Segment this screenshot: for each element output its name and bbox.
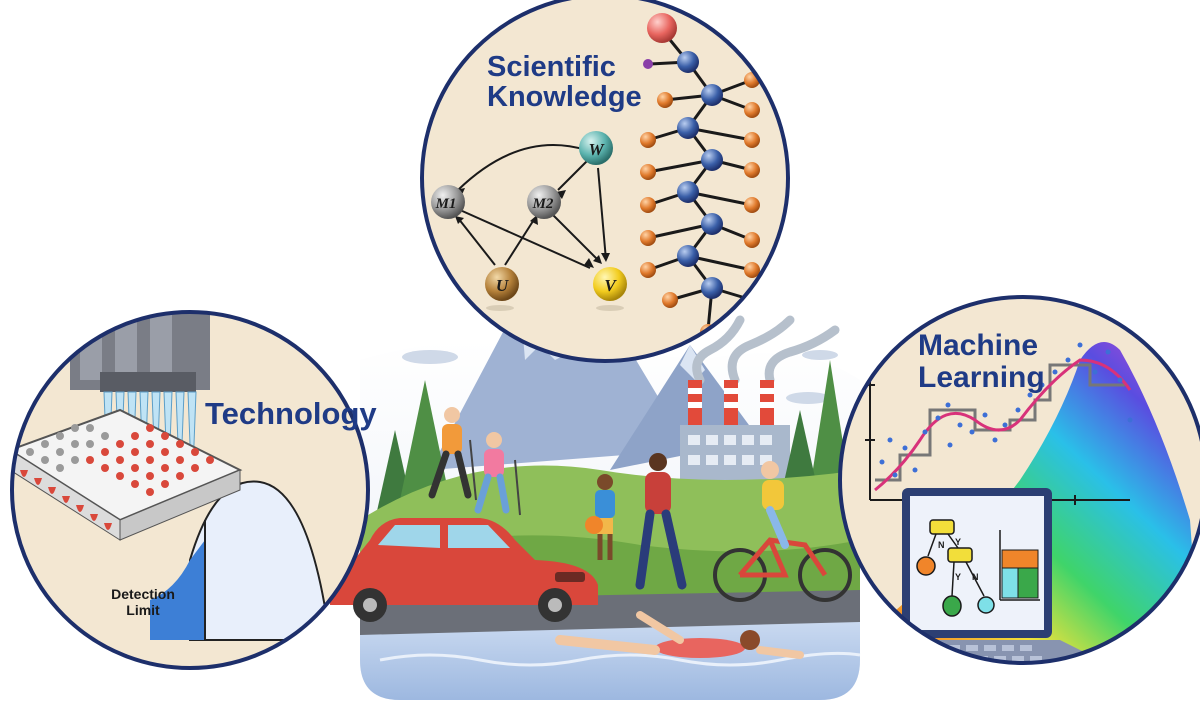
scientific-knowledge-panel: W M1 M2 U V — [420, 0, 790, 363]
technology-panel — [10, 310, 370, 670]
svg-text:M1: M1 — [435, 196, 457, 212]
causal-node-w: W — [579, 131, 613, 165]
water — [360, 622, 860, 700]
scientific-knowledge-title: Scientific Knowledge — [487, 52, 642, 113]
partition-chart — [999, 530, 1040, 601]
red-car — [330, 518, 598, 622]
laptop: N Y Y N — [896, 488, 1120, 663]
technology-title: Technology — [205, 396, 377, 431]
detection-limit-label: Detection Limit — [88, 586, 198, 618]
causal-node-u: U — [485, 267, 519, 301]
step-fit-line — [875, 363, 1125, 482]
walking-woman — [635, 453, 687, 590]
svg-text:W: W — [588, 140, 605, 159]
machine-learning-panel: N Y Y N — [838, 295, 1200, 665]
svg-text:Y: Y — [955, 572, 961, 582]
swimmer — [555, 611, 804, 659]
factory-smoke — [692, 315, 840, 385]
decision-tree: N Y Y N — [916, 519, 995, 617]
machine-learning-title: Machine Learning — [918, 330, 1045, 393]
scientific-title-line1: Scientific — [487, 51, 616, 83]
causal-node-v: V — [593, 267, 627, 301]
svg-text:U: U — [496, 276, 509, 295]
svg-text:V: V — [604, 276, 617, 295]
svg-text:N: N — [938, 540, 945, 550]
molecule-chain — [640, 13, 760, 340]
well-plate — [12, 408, 243, 541]
causal-node-m2: M2 — [527, 185, 561, 219]
causal-graph-edges — [457, 144, 607, 269]
scientific-title-line2: Knowledge — [487, 81, 642, 114]
scatter-points — [879, 342, 1133, 478]
detection-label-line2: Limit — [126, 602, 160, 619]
svg-text:N: N — [972, 572, 979, 582]
causal-node-m1: M1 — [431, 185, 465, 219]
smooth-fit-line — [874, 358, 1132, 492]
svg-text:M2: M2 — [532, 196, 554, 212]
cyclist — [713, 461, 852, 602]
svg-text:Y: Y — [955, 537, 961, 547]
elderly-walkers — [428, 407, 521, 516]
distribution-curve — [150, 480, 332, 641]
child-with-ball — [585, 474, 615, 560]
detection-label-line1: Detection — [111, 586, 175, 602]
ml-title-line1: Machine — [918, 329, 1039, 362]
ml-title-line2: Learning — [918, 360, 1045, 394]
